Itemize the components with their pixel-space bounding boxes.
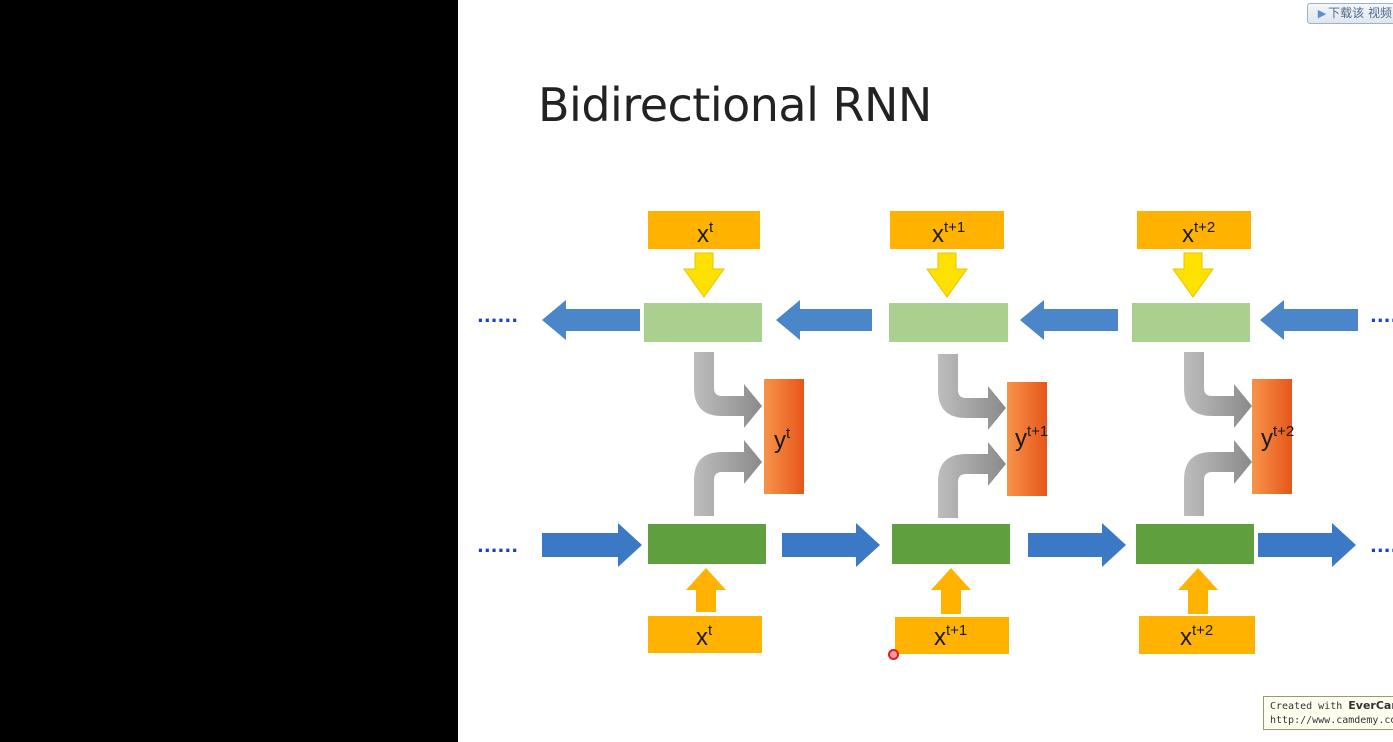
slide-title: Bidirectional RNN [538, 78, 932, 132]
forward-cell [1136, 524, 1254, 564]
bottom-input-arrow [686, 568, 726, 612]
timestep-t-plus-1: xt+1 yt+1 xt+1 [889, 211, 1048, 654]
play-icon: ▶ [1317, 7, 1327, 20]
forward-cell [892, 524, 1010, 564]
left-ellipsis-bottom: ...... [477, 536, 518, 557]
backward-cell [1132, 303, 1250, 342]
watermark-brand: EverCam [1348, 699, 1393, 712]
backward-cell [889, 303, 1008, 342]
output-box [1007, 382, 1047, 496]
bottom-input-box [648, 616, 762, 653]
output-box [764, 379, 804, 494]
right-ellipsis-bottom: ...... [1370, 536, 1393, 557]
backward-cell [644, 303, 762, 342]
gray-arrow-up [1184, 440, 1252, 516]
bottom-input-box [895, 617, 1009, 654]
top-input-arrow [1172, 252, 1214, 298]
gray-arrow-down [694, 352, 762, 428]
gray-arrow-up [938, 442, 1006, 518]
forward-arrow-4 [1258, 523, 1356, 567]
top-input-box [1137, 211, 1251, 249]
forward-cell [648, 524, 766, 564]
timestep-t-plus-2: xt+2 yt+2 xt+2 [1132, 211, 1294, 654]
backward-arrow-1 [542, 300, 640, 340]
top-input-label: xt [697, 219, 714, 248]
backward-arrow-3 [1020, 300, 1118, 340]
right-ellipsis-top: ...... [1370, 306, 1393, 327]
bottom-input-arrow [1178, 568, 1218, 614]
watermark-url: http://www.camdemy.com [1270, 715, 1393, 726]
forward-arrow-2 [782, 523, 880, 567]
gray-arrow-up [694, 440, 762, 516]
mouse-cursor-indicator [888, 649, 899, 660]
top-input-arrow [926, 252, 968, 298]
gray-arrow-down [938, 354, 1006, 430]
black-side-panel [0, 0, 458, 742]
left-ellipsis-top: ...... [477, 306, 518, 327]
backward-arrow-2 [776, 300, 872, 340]
bottom-input-label: xt [696, 622, 713, 651]
output-label: yt+1 [1015, 423, 1048, 452]
download-label: 下载该 视频 [1328, 6, 1392, 20]
forward-arrow-3 [1028, 523, 1126, 567]
timestep-t: xt yt xt [644, 211, 804, 653]
output-label: yt [774, 425, 791, 454]
slide: ▶下载该 视频 Bidirectional RNN ...... ...... … [458, 0, 1393, 742]
top-input-label: xt+2 [1182, 219, 1215, 248]
evercam-watermark: Created with EverCam http://www.camdemy.… [1263, 696, 1393, 730]
output-box [1252, 379, 1292, 494]
bottom-input-label: xt+2 [1180, 622, 1213, 651]
top-input-label: xt+1 [932, 219, 965, 248]
top-input-box [890, 211, 1004, 249]
backward-arrow-4 [1260, 300, 1358, 340]
top-input-box [648, 211, 760, 249]
bottom-input-label: xt+1 [934, 622, 967, 651]
bottom-input-arrow [931, 568, 971, 614]
output-label: yt+2 [1261, 423, 1294, 452]
gray-arrow-down [1184, 352, 1252, 428]
download-video-button[interactable]: ▶下载该 视频 [1306, 3, 1393, 24]
bidirectional-rnn-diagram: ...... ...... ...... ...... xt yt xt [477, 211, 1393, 654]
bottom-input-box [1139, 616, 1255, 654]
watermark-prefix: Created with [1270, 701, 1349, 712]
forward-arrow-1 [542, 523, 642, 567]
top-input-arrow [683, 252, 725, 298]
